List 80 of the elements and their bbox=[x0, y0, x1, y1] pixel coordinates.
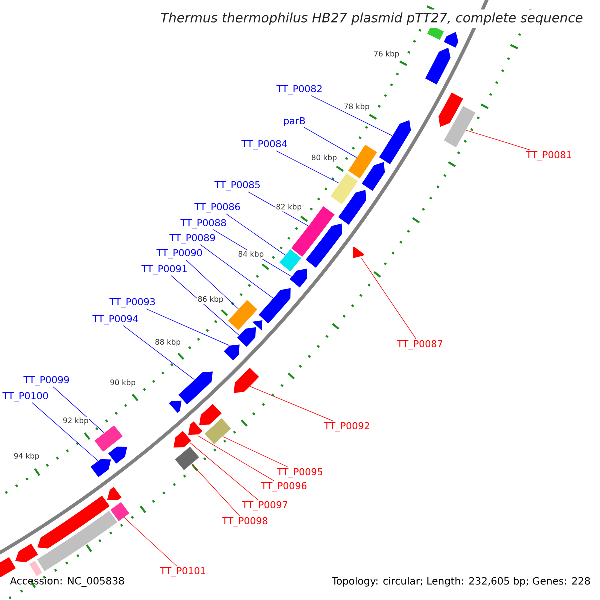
leader-line bbox=[466, 130, 531, 150]
leader-line bbox=[200, 244, 274, 299]
gene-feature bbox=[234, 368, 260, 394]
gene-feature bbox=[362, 162, 386, 192]
gene-label: TT_P0091 bbox=[142, 265, 187, 275]
leader-line bbox=[52, 386, 105, 434]
gene-feature bbox=[178, 372, 213, 405]
gene-feature bbox=[353, 246, 364, 258]
gene-label: TT_P0093 bbox=[110, 298, 156, 308]
leader-line bbox=[186, 260, 239, 310]
leader-line bbox=[146, 308, 230, 346]
gene-label: TT_P0101 bbox=[160, 567, 206, 577]
gene-label: TT_P0088 bbox=[180, 219, 226, 229]
gene-feature bbox=[107, 487, 122, 500]
leader-line bbox=[32, 402, 99, 462]
gene-block bbox=[330, 173, 358, 205]
gene-label: TT_P0098 bbox=[222, 517, 268, 527]
leader-line bbox=[198, 436, 275, 482]
gene-label: TT_P0092 bbox=[324, 422, 370, 432]
gene-feature bbox=[379, 120, 412, 164]
gene-label: parB bbox=[284, 118, 306, 126]
gene-feature bbox=[174, 431, 192, 448]
gene-block bbox=[280, 250, 302, 272]
gene-feature bbox=[306, 224, 342, 268]
leader-line bbox=[250, 386, 334, 422]
gene-block bbox=[348, 144, 378, 179]
gene-label: TT_P0097 bbox=[242, 501, 288, 511]
gene-label: TT_P0089 bbox=[170, 234, 216, 244]
leader-line bbox=[124, 517, 178, 566]
gene-feature bbox=[38, 496, 110, 549]
gene-feature bbox=[90, 459, 112, 478]
gene-feature bbox=[108, 446, 128, 464]
summary-text: Topology: circular; Length: 232,605 bp; Genes: 228 bbox=[330, 575, 593, 589]
gene-feature bbox=[338, 190, 367, 225]
leader-line bbox=[362, 258, 417, 340]
gene-label: TT_P0096 bbox=[261, 482, 307, 492]
gene-feature bbox=[199, 404, 222, 426]
gene-block bbox=[204, 418, 232, 444]
gene-feature bbox=[438, 92, 464, 128]
leader-line bbox=[171, 276, 240, 336]
leader-line bbox=[222, 436, 288, 468]
leader-line bbox=[311, 96, 393, 136]
gene-feature bbox=[15, 544, 38, 563]
leader-line bbox=[226, 214, 286, 256]
gene-block bbox=[427, 26, 444, 40]
gene-feature bbox=[425, 48, 451, 85]
leader-line bbox=[276, 150, 340, 184]
gene-feature bbox=[224, 344, 240, 361]
gene-label: TT_P0086 bbox=[194, 203, 240, 213]
gene-label: TT_P0094 bbox=[92, 315, 138, 325]
gene-label: TT_P0082 bbox=[276, 85, 322, 95]
gene-label: TT_P0090 bbox=[156, 249, 202, 259]
leader-line bbox=[123, 326, 195, 380]
gene-block bbox=[228, 300, 258, 330]
leader-line bbox=[192, 464, 240, 516]
gene-block bbox=[444, 106, 476, 148]
gene-feature bbox=[290, 268, 308, 288]
gene-label: TT_P0085 bbox=[214, 181, 260, 191]
gene-block bbox=[110, 502, 130, 522]
leader-line bbox=[304, 127, 358, 158]
leader-line bbox=[248, 192, 309, 226]
gene-feature bbox=[258, 288, 291, 324]
gene-feature bbox=[237, 328, 256, 347]
gene-label: TT_P0084 bbox=[242, 140, 288, 150]
gene-block bbox=[175, 446, 200, 470]
gene-feature bbox=[444, 32, 459, 48]
gene-block bbox=[30, 560, 42, 576]
gene-label: TT_P0099 bbox=[24, 376, 70, 386]
title: Thermus thermophilus HB27 plasmid pTT27, complete sequence bbox=[158, 10, 586, 28]
accession-text: Accession: NC_005838 bbox=[10, 577, 124, 587]
gene-block bbox=[37, 511, 118, 572]
gene-feature bbox=[188, 422, 203, 436]
gene-label: TT_P0087 bbox=[397, 340, 442, 350]
gene-label: TT_P0081 bbox=[526, 151, 572, 161]
gene-label: TT_P0100 bbox=[2, 392, 48, 402]
gene-feature bbox=[169, 400, 182, 414]
gene-block bbox=[94, 426, 123, 452]
gene-feature bbox=[252, 320, 263, 331]
leader-line bbox=[190, 442, 259, 500]
gene-label: TT_P0095 bbox=[277, 468, 322, 478]
